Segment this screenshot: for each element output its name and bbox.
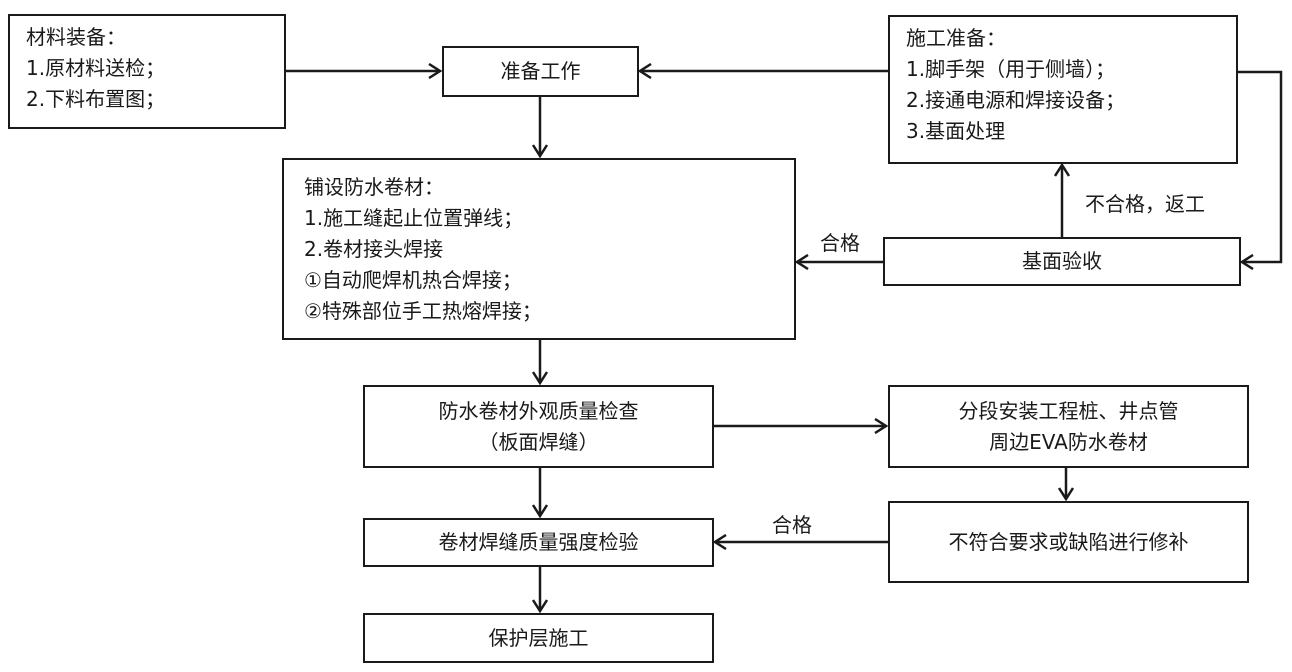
node-eva-install-line: 周边EVA防水卷材 — [989, 429, 1148, 454]
node-preparation-label: 准备工作 — [500, 59, 581, 83]
node-construction-prep: 施工准备： 1.脚手架（用于侧墙）； 2.接通电源和焊接设备； 3.基面处理 — [888, 15, 1238, 164]
node-repair-label: 不符合要求或缺陷进行修补 — [948, 529, 1189, 554]
node-protective-layer: 保护层施工 — [363, 613, 714, 663]
node-materials-item: 2.下料布置图； — [26, 87, 166, 111]
node-eva-install-line: 分段安装工程桩、井点管 — [958, 398, 1179, 423]
node-materials-item: 1.原材料送检； — [26, 56, 166, 80]
node-laying-item: 1.施工缝起止位置弹线； — [304, 206, 524, 230]
node-materials-title: 材料装备： — [26, 25, 126, 49]
node-preparation: 准备工作 — [442, 46, 639, 97]
node-repair: 不符合要求或缺陷进行修补 — [888, 501, 1249, 583]
node-eva-install: 分段安装工程桩、井点管 周边EVA防水卷材 — [888, 385, 1249, 468]
node-base-acceptance-label: 基面验收 — [1022, 249, 1102, 273]
node-laying-item: ①自动爬焊机热合焊接； — [304, 268, 522, 292]
node-construction-prep-item: 2.接通电源和焊接设备； — [906, 88, 1126, 112]
node-construction-prep-item: 3.基面处理 — [906, 119, 1006, 143]
node-protective-layer-label: 保护层施工 — [488, 625, 589, 650]
node-materials: 材料装备： 1.原材料送检； 2.下料布置图； — [8, 14, 286, 129]
node-laying-item: 2.卷材接头焊接 — [304, 237, 444, 261]
node-appearance-check-line: （板面焊缝） — [478, 429, 599, 454]
node-laying-title: 铺设防水卷材： — [304, 175, 444, 199]
edge-label-repair-pass: 合格 — [772, 513, 812, 537]
node-weld-strength: 卷材焊缝质量强度检验 — [363, 518, 714, 567]
node-construction-prep-item: 1.脚手架（用于侧墙）； — [906, 57, 1116, 81]
node-weld-strength-label: 卷材焊缝质量强度检验 — [438, 530, 639, 554]
node-base-acceptance: 基面验收 — [883, 237, 1241, 286]
node-laying-item: ②特殊部位手工热熔焊接； — [304, 299, 542, 323]
node-appearance-check-line: 防水卷材外观质量检查 — [438, 398, 639, 423]
edge-label-base-fail: 不合格，返工 — [1085, 192, 1205, 216]
node-laying: 铺设防水卷材： 1.施工缝起止位置弹线； 2.卷材接头焊接 ①自动爬焊机热合焊接… — [282, 158, 796, 340]
arrow-construction-prep-to-base-acceptance — [1237, 70, 1283, 262]
edge-label-base-pass: 合格 — [820, 231, 860, 255]
node-construction-prep-title: 施工准备： — [906, 26, 1006, 50]
node-appearance-check: 防水卷材外观质量检查 （板面焊缝） — [363, 385, 714, 468]
